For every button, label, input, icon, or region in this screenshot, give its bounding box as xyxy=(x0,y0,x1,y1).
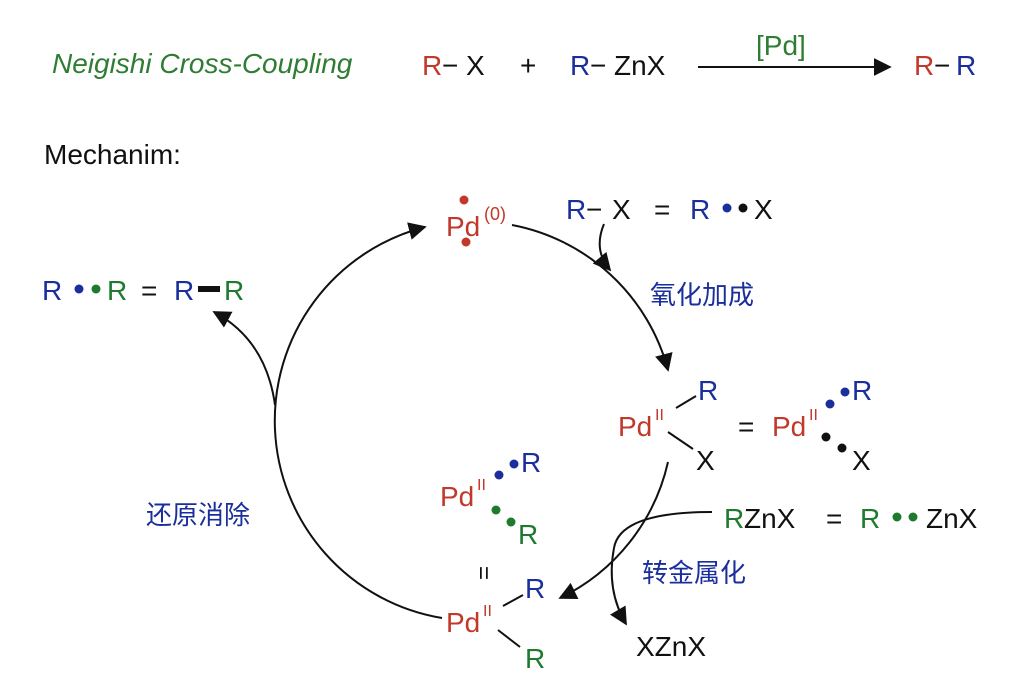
rx-entry-arrow xyxy=(592,223,612,272)
reactant-rznx: R − ZnX xyxy=(570,50,666,81)
pd2-rr-dot-blue-1 xyxy=(494,470,504,480)
vertical-equals: = xyxy=(470,566,497,580)
rznx-def-equals: = xyxy=(826,503,842,534)
mechanism-label: Mechanim: xyxy=(44,139,181,170)
plus-sign: + xyxy=(520,50,536,81)
pd2-rx-oxidation-state2: II xyxy=(809,407,818,424)
reactant-rx-bond: − xyxy=(442,50,458,81)
pd2-rr-bond-2 xyxy=(497,629,521,648)
product-exit-arrow xyxy=(212,311,276,406)
pd0-oxidation-state: (0) xyxy=(484,204,506,224)
pd2-rx-r2: R xyxy=(852,375,872,406)
rznx-def-r: R xyxy=(724,503,744,534)
product-rr: R − R xyxy=(914,50,976,81)
pd2-rx-bond-r xyxy=(675,395,697,409)
cycle-arc-transmetalation xyxy=(558,461,669,600)
pd2-rx-x: X xyxy=(696,445,715,476)
pd2-rr-dot-r2: R xyxy=(518,519,538,550)
pd2-rr-r1: R xyxy=(525,573,545,604)
rx-def-equals: = xyxy=(654,194,670,225)
step-transmetalation: 转金属化 xyxy=(642,559,746,589)
pd2-rr-dot-green-1 xyxy=(491,505,501,515)
pd2-rr-bond-1 xyxy=(502,594,524,607)
pd2-rr-dot-complex: Pd II R R xyxy=(440,447,541,550)
prod-def-dot-green xyxy=(91,284,101,294)
pd0-complex: Pd (0) xyxy=(446,195,506,247)
rx-definition: R − X = R X xyxy=(566,194,773,225)
pd2-rr-dot-metal: Pd xyxy=(440,481,474,512)
rznx-def-dot-green-2 xyxy=(908,512,918,522)
reactant-rznx-znx: ZnX xyxy=(614,50,666,81)
cycle-arc-oxidative-addition xyxy=(511,224,673,372)
rznx-def-r2: R xyxy=(860,503,880,534)
reactant-rznx-bond: − xyxy=(590,50,606,81)
pd2-rr-metal: Pd xyxy=(446,607,480,638)
pd2-rx-bond-x xyxy=(667,431,694,450)
product-r1: R xyxy=(914,50,934,81)
pd2-rx-equals: = xyxy=(738,411,754,442)
pd2-rx-metal2: Pd xyxy=(772,411,806,442)
xznx-exit-arrow xyxy=(610,547,627,626)
product-definition: R R = R R xyxy=(42,275,244,306)
prod-def-bond xyxy=(198,286,220,292)
pd0-metal: Pd xyxy=(446,211,480,242)
catalyst-label: [Pd] xyxy=(756,30,806,61)
rx-def-dot-blue xyxy=(722,203,732,213)
rznx-definition: R ZnX = R ZnX xyxy=(724,503,978,534)
pd2-rr-oxidation-state: II xyxy=(483,603,492,620)
rx-def-dot-black xyxy=(738,203,748,213)
pd2-rr-dot-green-2 xyxy=(506,517,516,527)
pd2-rr-complex: Pd II R R xyxy=(446,573,545,674)
rx-def-x2: X xyxy=(754,194,773,225)
rznx-def-dot-green-1 xyxy=(892,512,902,522)
product-r2: R xyxy=(956,50,976,81)
pd2-rx-dot-blue-1 xyxy=(825,399,835,409)
reaction-title: Neigishi Cross-Coupling xyxy=(52,48,353,79)
pd2-rr-dot-oxidation-state: II xyxy=(477,477,486,494)
pd0-dot-top xyxy=(459,195,469,205)
pd2-rx-r: R xyxy=(698,375,718,406)
pd2-rr-dot-blue-2 xyxy=(509,459,519,469)
pd2-rx-complex: Pd II R X = Pd II R X xyxy=(618,375,872,476)
rznx-def-znx: ZnX xyxy=(744,503,796,534)
pd2-rx-dot-black-2 xyxy=(837,443,847,453)
rznx-def-znx2: ZnX xyxy=(926,503,978,534)
reactant-rx: R − X xyxy=(422,50,485,81)
pd2-rr-dot-r1: R xyxy=(521,447,541,478)
reactant-rx-r: R xyxy=(422,50,442,81)
prod-def-r4: R xyxy=(224,275,244,306)
cycle-arc-reductive-elimination xyxy=(273,222,443,619)
rznx-entry-arrow xyxy=(613,511,713,549)
rx-def-r: R xyxy=(566,194,586,225)
step-reductive-elimination: 还原消除 xyxy=(146,501,250,531)
product-bond: − xyxy=(934,50,950,81)
rx-def-x: X xyxy=(612,194,631,225)
pd2-rx-dot-black-1 xyxy=(821,432,831,442)
rx-def-bond: − xyxy=(586,194,602,225)
reactant-rx-x: X xyxy=(466,50,485,81)
rx-def-r2: R xyxy=(690,194,710,225)
pd2-rr-r2: R xyxy=(525,643,545,674)
step-oxidative-addition: 氧化加成 xyxy=(650,281,754,311)
pd2-rx-oxidation-state: II xyxy=(655,407,664,424)
pd2-rx-dot-blue-2 xyxy=(840,387,850,397)
pd2-rx-x2: X xyxy=(852,445,871,476)
reactant-rznx-r: R xyxy=(570,50,590,81)
prod-def-equals: = xyxy=(141,275,157,306)
prod-def-dot-blue xyxy=(74,284,84,294)
prod-def-r3: R xyxy=(174,275,194,306)
byproduct-xznx: XZnX xyxy=(636,631,706,662)
pd0-dot-bottom xyxy=(461,237,471,247)
prod-def-r2: R xyxy=(107,275,127,306)
pd2-rx-metal: Pd xyxy=(618,411,652,442)
prod-def-r1: R xyxy=(42,275,62,306)
